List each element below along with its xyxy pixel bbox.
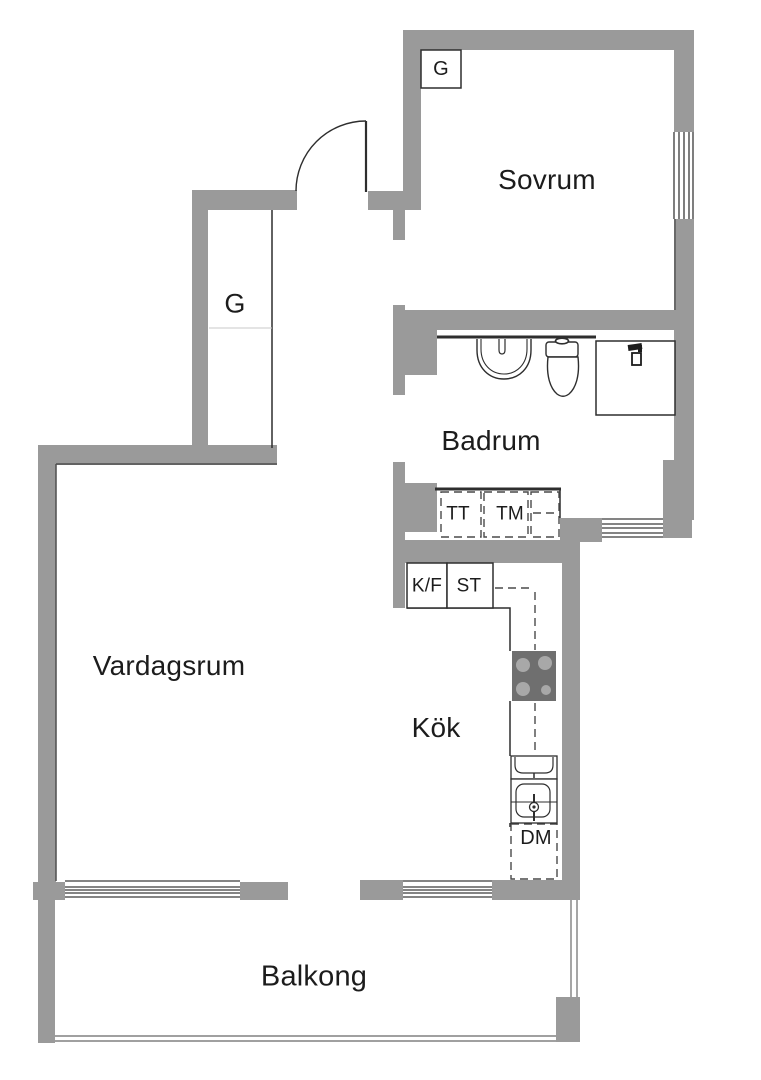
- wall-vardagsrum-west: [38, 445, 56, 900]
- wall-kok-south-left: [360, 880, 403, 900]
- balcony-railing: [55, 900, 578, 1042]
- wall-closet-hall-west: [192, 190, 208, 448]
- appliance-label-washer: TM: [496, 503, 524, 525]
- room-label-sovrum: Sovrum: [498, 164, 596, 195]
- dryer-outline: [440, 491, 482, 538]
- wall-kok-south-right: [492, 880, 578, 900]
- appliance-label-dryer: TT: [446, 503, 470, 525]
- wall-badrum-west-block: [405, 313, 437, 375]
- shaft-valve-icon: [627, 343, 643, 366]
- wall-vardagsrum-north: [38, 445, 277, 465]
- wall-east-lower: [663, 460, 692, 538]
- wall-top: [403, 30, 694, 50]
- door-swing-arc: [295, 120, 367, 192]
- wall-vardagsrum-south-left: [33, 882, 65, 900]
- wall-vardagsrum-south-mid: [240, 882, 288, 900]
- dashed-outlines: [440, 491, 560, 880]
- toilet-button: [554, 337, 570, 345]
- wall-kok-west-block: [405, 483, 437, 532]
- appliance-label-dishwasher: DM: [517, 828, 555, 848]
- entry-door-icon: [295, 120, 368, 192]
- wall-badrum-west-bar: [393, 305, 405, 395]
- wall-balkong-pillar: [556, 997, 580, 1042]
- appliance-label-cleaning: ST: [456, 575, 482, 597]
- wall-entry-right: [368, 191, 421, 210]
- dishwasher-outline: [510, 823, 558, 880]
- interior-lines: [55, 210, 676, 881]
- wall-balkong-west: [38, 900, 55, 1043]
- cabinet-boxes: [406, 49, 494, 609]
- stove-icon: [512, 651, 556, 701]
- cleaning-cabinet-box: [446, 562, 494, 609]
- service-shaft: [595, 340, 676, 416]
- vardagsrum-inner-edge: [55, 463, 277, 881]
- wall-kok-west-bar: [393, 462, 405, 608]
- room-label-balkong: Balkong: [260, 960, 368, 993]
- wall-sovrum-west: [403, 30, 421, 210]
- wall-kok-east: [562, 540, 580, 900]
- walls: [33, 30, 694, 1043]
- wall-stub-hall: [393, 210, 405, 240]
- wall-east-mid: [674, 218, 694, 520]
- washer-outline: [483, 491, 529, 538]
- laundry-extra-outline: [530, 491, 560, 538]
- wall-kok-northeast-step: [560, 518, 602, 542]
- window-badrum-east-icon: [602, 518, 663, 538]
- appliance-label-fridge-freezer: K/F: [411, 575, 443, 597]
- railing-south: [55, 1035, 556, 1042]
- room-label-kok: Kök: [411, 712, 461, 743]
- toilet-bowl: [546, 356, 580, 397]
- fridge-freezer-box: [406, 562, 448, 609]
- window-kok-south-icon: [403, 880, 492, 898]
- washbasin-icon: [476, 339, 532, 380]
- closet-sovrum-box: [420, 49, 462, 89]
- kitchen-sink-icon: [510, 755, 558, 824]
- wall-kok-north: [405, 540, 578, 563]
- wall-entry-left: [192, 190, 297, 210]
- faucet: [498, 339, 506, 355]
- wall-east-upper: [674, 30, 694, 133]
- closet-label-sovrum: G: [433, 58, 449, 80]
- room-label-badrum: Badrum: [441, 425, 541, 456]
- wall-badrum-north: [393, 310, 694, 330]
- window-vardagsrum-south-icon: [65, 880, 240, 898]
- railing-east: [570, 900, 578, 997]
- closet-label-hall: G: [224, 288, 246, 319]
- window-sovrum-east-icon: [673, 132, 694, 219]
- toilet-icon: [545, 337, 580, 397]
- room-label-vardagsrum: Vardagsrum: [92, 650, 246, 681]
